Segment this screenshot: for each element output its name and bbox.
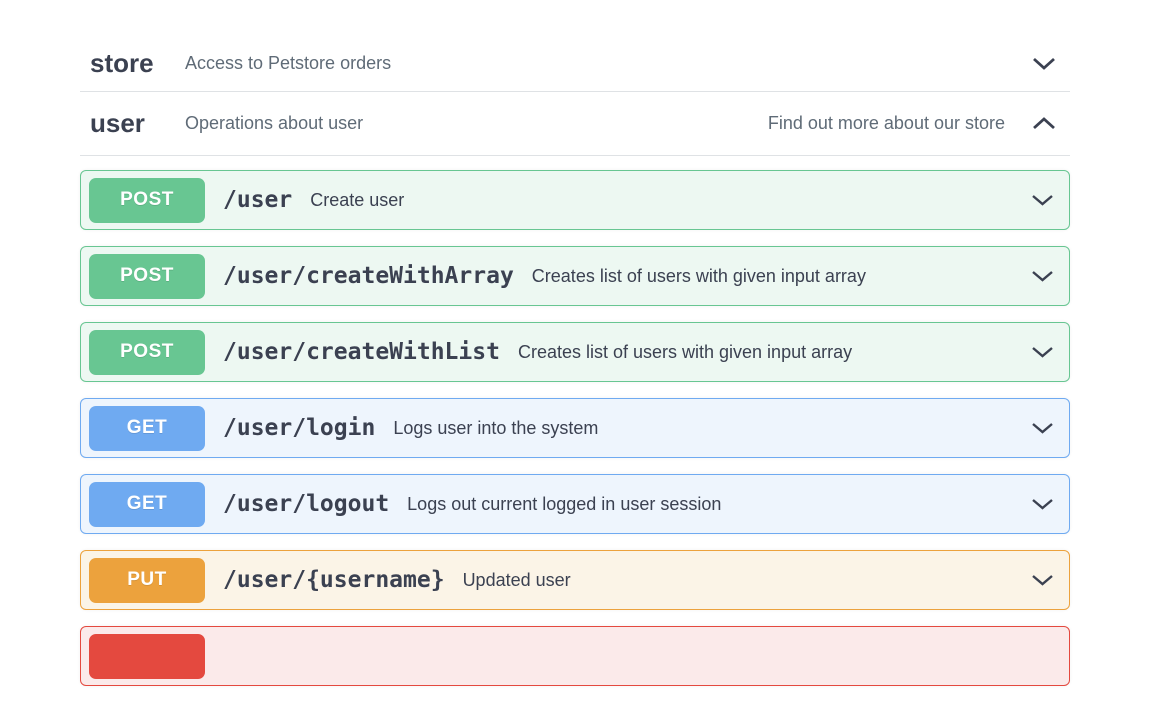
- external-docs-link[interactable]: Find out more about our store: [767, 113, 1005, 133]
- tag-name-user: user: [90, 108, 145, 138]
- operations-list: POST /user Create user POST /user/create…: [80, 170, 1070, 686]
- operation-row-post-createwithlist[interactable]: POST /user/createWithList Creates list o…: [80, 322, 1070, 382]
- operation-path: /user/createWithArray: [223, 263, 514, 289]
- operation-path: /user/{username}: [223, 567, 445, 593]
- tag-name-store: store: [90, 48, 154, 78]
- chevron-down-icon[interactable]: [1031, 346, 1054, 358]
- operation-row-post-createwitharray[interactable]: POST /user/createWithArray Creates list …: [80, 246, 1070, 306]
- operation-row-post-user[interactable]: POST /user Create user: [80, 170, 1070, 230]
- operation-summary: Create user: [310, 189, 405, 210]
- method-badge: GET: [89, 405, 205, 451]
- tag-description-user: Operations about user: [185, 113, 364, 133]
- tag-description-store: Access to Petstore orders: [185, 53, 392, 73]
- chevron-up-icon[interactable]: [1032, 117, 1056, 130]
- method-badge: GET: [89, 481, 205, 527]
- method-badge: PUT: [89, 557, 205, 603]
- chevron-down-icon[interactable]: [1031, 498, 1054, 510]
- operation-summary: Updated user: [462, 569, 571, 590]
- operation-summary: Logs out current logged in user session: [407, 493, 722, 514]
- operation-row-get-logout[interactable]: GET /user/logout Logs out current logged…: [80, 474, 1070, 534]
- operation-summary: Creates list of users with given input a…: [531, 265, 866, 286]
- chevron-down-icon[interactable]: [1031, 194, 1054, 206]
- operation-row-get-login[interactable]: GET /user/login Logs user into the syste…: [80, 398, 1070, 458]
- tag-section-user[interactable]: user Operations about user Find out more…: [80, 92, 1070, 156]
- operation-path: /user/createWithList: [223, 339, 500, 365]
- operation-summary: Logs user into the system: [393, 417, 599, 438]
- operation-path: /user/logout: [223, 491, 390, 517]
- chevron-down-icon[interactable]: [1031, 270, 1054, 282]
- chevron-down-icon[interactable]: [1031, 574, 1054, 586]
- api-operations-panel: store Access to Petstore orders user Ope…: [80, 36, 1070, 702]
- operation-path: /user/login: [223, 415, 376, 441]
- method-badge: POST: [89, 177, 205, 223]
- method-badge: POST: [89, 253, 205, 299]
- method-badge: [89, 633, 205, 679]
- operation-summary: Creates list of users with given input a…: [517, 341, 853, 362]
- chevron-down-icon[interactable]: [1032, 57, 1056, 70]
- chevron-down-icon[interactable]: [1031, 422, 1054, 434]
- operation-path: /user: [223, 187, 293, 213]
- operation-row-delete-partial[interactable]: [80, 626, 1070, 686]
- operation-row-put-username[interactable]: PUT /user/{username} Updated user: [80, 550, 1070, 610]
- tag-section-store[interactable]: store Access to Petstore orders: [80, 36, 1070, 92]
- method-badge: POST: [89, 329, 205, 375]
